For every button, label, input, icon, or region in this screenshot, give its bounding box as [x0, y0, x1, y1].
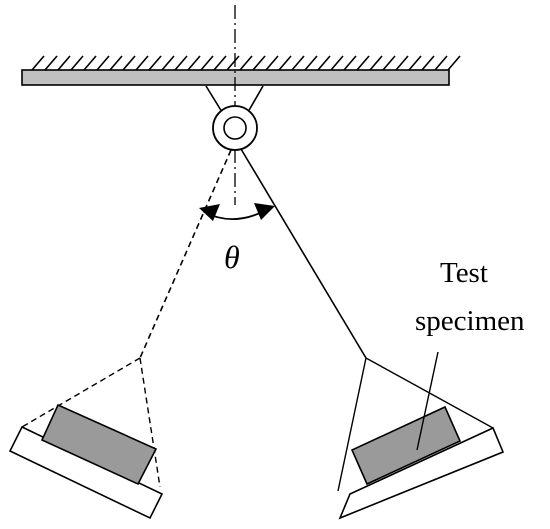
right-basket-tray: [338, 426, 505, 520]
hatch-mark: [57, 55, 71, 71]
hatch-mark: [148, 55, 162, 71]
hatch-mark: [343, 55, 357, 71]
right-arm: [240, 148, 367, 359]
left-arm-dashed: [139, 149, 232, 359]
ceiling-hatching: [31, 55, 461, 71]
hatch-mark: [174, 55, 188, 71]
hatch-mark: [161, 55, 175, 71]
left-hanger-front-dashed: [21, 357, 141, 428]
hatch-mark: [382, 55, 396, 71]
hatch-mark: [434, 55, 448, 71]
hatch-mark: [395, 55, 409, 71]
angle-arrowhead-right: [254, 203, 275, 220]
hatch-mark: [421, 55, 435, 71]
hatch-mark: [330, 55, 344, 71]
hatch-mark: [369, 55, 383, 71]
hatch-mark: [200, 55, 214, 71]
specimen-label-line2: specimen: [415, 305, 525, 337]
specimen-label-line1: Test: [440, 257, 488, 289]
hatch-mark: [408, 55, 422, 71]
hatch-mark: [304, 55, 318, 71]
hatch-mark: [239, 55, 253, 71]
pivot-inner-ring: [223, 116, 247, 140]
specimen-leader-line: [416, 351, 439, 451]
hatch-mark: [109, 55, 123, 71]
hatch-mark: [317, 55, 331, 71]
right-test-specimen: [350, 405, 462, 486]
hatch-mark: [252, 55, 266, 71]
hatch-mark: [447, 55, 461, 71]
hatch-mark: [96, 55, 110, 71]
hatch-mark: [226, 55, 240, 71]
hatch-mark: [278, 55, 292, 71]
hatch-mark: [122, 55, 136, 71]
angle-label: θ: [224, 239, 240, 275]
left-test-specimen: [40, 403, 158, 486]
right-hanger-front: [337, 357, 367, 492]
angle-arrowhead-left: [199, 204, 220, 221]
hatch-mark: [213, 55, 227, 71]
hatch-mark: [70, 55, 84, 71]
hatch-mark: [187, 55, 201, 71]
hatch-mark: [44, 55, 58, 71]
hatch-mark: [31, 55, 45, 71]
left-hanger-back-dashed: [139, 357, 161, 488]
hatch-mark: [135, 55, 149, 71]
hatch-mark: [265, 55, 279, 71]
hatch-mark: [291, 55, 305, 71]
hatch-mark: [356, 55, 370, 71]
hatch-mark: [83, 55, 97, 71]
